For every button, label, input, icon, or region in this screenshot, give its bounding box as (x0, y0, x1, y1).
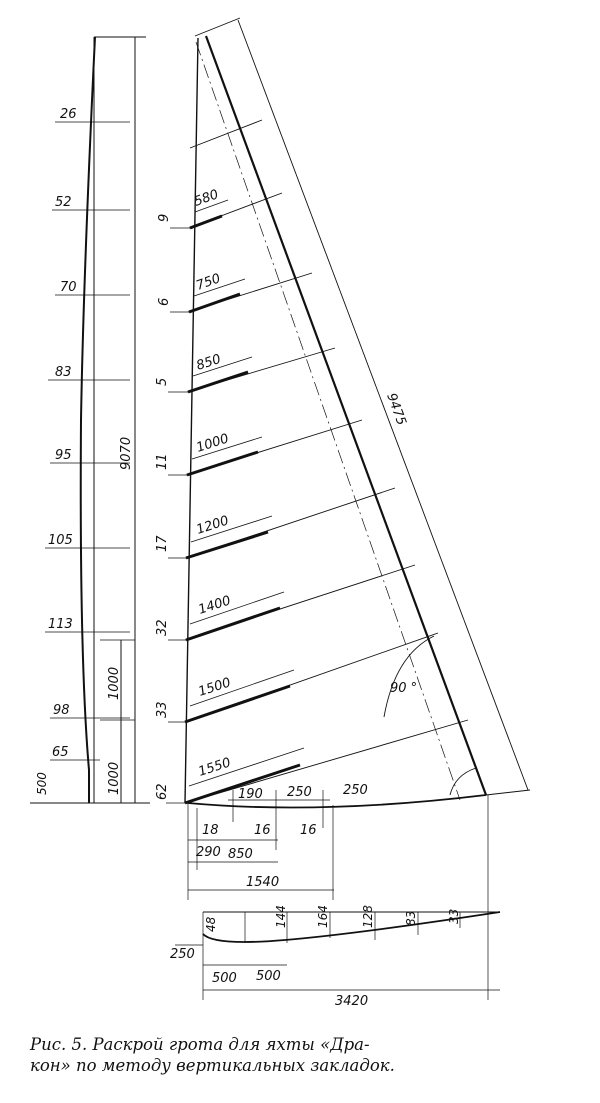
luff-batten-offset-label: 6 (157, 298, 172, 306)
foot-dim-label: 850 (228, 847, 253, 862)
caption-line: кон» по методу вертикальных закладок. (30, 1056, 395, 1075)
foot-dim-label: 500 (256, 969, 281, 984)
batten-length-label: 750 (194, 271, 222, 294)
batten-length-label: 1200 (195, 513, 231, 537)
foot-dim-label: 190 (238, 787, 263, 802)
luff-batten-offset-label: 9 (157, 214, 172, 222)
foot-dim-label: 18 (202, 823, 219, 838)
luff-batten-offset-label: 33 (155, 701, 170, 718)
luff-batten-offset-label: 62 (155, 783, 170, 800)
foot-dim-label: 16 (254, 823, 271, 838)
foot-offset-label: 33 (447, 909, 461, 924)
luff-offset-lines (45, 121, 130, 761)
batten-length-label: 1550 (197, 755, 233, 779)
total-height-label: 9070 (119, 437, 134, 470)
foot-offset-label: 128 (361, 905, 375, 928)
section-1000-lower-label: 1000 (107, 762, 122, 795)
luff-offset-label: 83 (55, 365, 72, 380)
luff-offset-label: 500 (35, 772, 49, 795)
foot-dim-label: 250 (287, 785, 312, 800)
foot-offset-label: 164 (316, 905, 330, 928)
foot-dim-label: 250 (170, 947, 195, 962)
batten-length-label: 580 (192, 187, 220, 210)
luff-batten-offset-label: 5 (155, 378, 170, 386)
foot-dim-label: 16 (300, 823, 317, 838)
foot-curve-panel: 48 144 164 128 83 33 250 500 500 3420 (170, 905, 501, 1009)
batten-length-labels: 580 750 850 1000 1200 1400 1500 1550 (192, 187, 232, 780)
luff-offset-label: 70 (60, 280, 77, 295)
right-angle-label: 90 ° (390, 681, 417, 696)
foot-curve (202, 911, 501, 943)
foot-offset-labels: 48 144 164 128 83 33 (204, 905, 461, 932)
foot-offset-label: 48 (204, 916, 218, 932)
foot-dim-label: 500 (212, 971, 237, 986)
caption-line: Рис. 5. Раскрой грота для яхты «Дра- (30, 1035, 370, 1054)
batten-dimension-lines (188, 199, 305, 787)
leech-dimension-line (237, 19, 529, 791)
foot-offset-label: 83 (404, 911, 418, 926)
sail-cutting-diagram: 26 52 70 83 95 105 113 98 65 500 9070 10… (30, 17, 531, 1009)
foot-dim-label: 1540 (246, 875, 279, 890)
batten-length-label: 850 (195, 352, 223, 374)
luff-offset-label: 95 (55, 448, 72, 463)
luff-batten-offset-label: 32 (155, 619, 170, 636)
foot-dim-label: 290 (196, 845, 221, 860)
batten-length-label: 1500 (197, 675, 233, 699)
luff-batten-offset-label: 17 (155, 535, 170, 552)
luff-offset-label: 65 (52, 745, 69, 760)
luff-offset-label: 113 (48, 617, 73, 632)
figure-caption: Рис. 5. Раскрой грота для яхты «Дра- кон… (30, 1034, 590, 1076)
sail-panel: 580 750 850 1000 1200 1400 1500 1550 9 6… (155, 17, 531, 1000)
battens (184, 214, 301, 805)
luff-offset-label: 52 (55, 195, 72, 210)
batten-length-label: 1400 (197, 593, 233, 617)
luff-offset-labels: 26 52 70 83 95 105 113 98 65 500 (35, 107, 77, 795)
luff-batten-offsets: 9 6 5 11 17 32 33 62 (155, 214, 192, 804)
luff-batten-offset-label: 11 (155, 453, 170, 470)
luff-curve (79, 36, 96, 803)
foot-dim-label: 3420 (335, 994, 368, 1009)
foot-offset-label: 144 (274, 905, 288, 928)
luff-offset-label: 105 (48, 533, 73, 548)
leech-edge (204, 35, 488, 796)
right-angle-arc (383, 635, 435, 718)
foot-dimensions: 190 250 250 18 16 16 290 850 1540 (187, 783, 489, 1000)
section-1000-upper-label: 1000 (107, 667, 122, 700)
foot-dim-label: 250 (343, 783, 368, 798)
leech-length-label: 9475 (383, 391, 408, 427)
luff-offset-label: 98 (53, 703, 70, 718)
luff-offset-label: 26 (60, 107, 77, 122)
luff-curve-panel: 26 52 70 83 95 105 113 98 65 500 9070 10… (30, 36, 150, 804)
